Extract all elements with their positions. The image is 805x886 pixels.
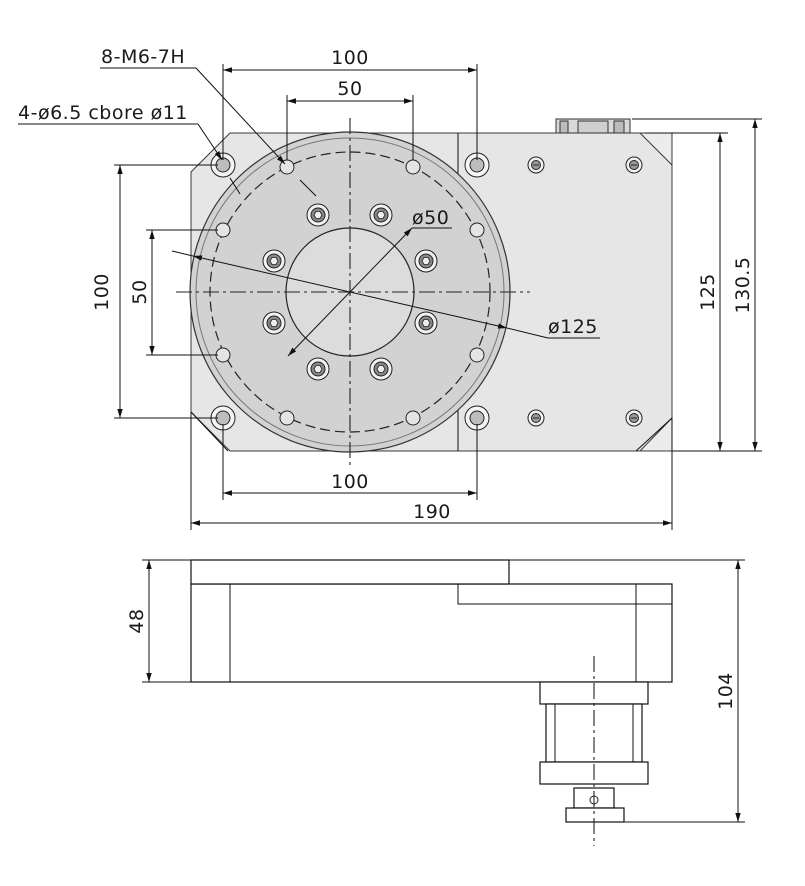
- connector: [555, 118, 631, 134]
- dim-right-130-5-text: 130.5: [732, 257, 754, 314]
- dim-side-104-text: 104: [715, 672, 737, 710]
- dim-left-50-text: 50: [129, 279, 151, 304]
- dim-left-50: 50: [129, 229, 218, 356]
- side-table-plate: [190, 559, 510, 585]
- side-motor: [539, 656, 649, 846]
- dim-side-104: 104: [509, 559, 745, 823]
- side-main-body: [190, 583, 673, 683]
- dim-top-100-text: 100: [331, 47, 369, 69]
- dim-left-100: 100: [91, 164, 218, 419]
- callout-table-diameter-text: ø125: [548, 316, 598, 338]
- dim-bottom-190-text: 190: [413, 501, 451, 523]
- dim-top-100: 100: [222, 47, 478, 160]
- dim-right-130-5: 130.5: [632, 118, 762, 452]
- dim-top-50-text: 50: [337, 78, 362, 100]
- dim-side-48-text: 48: [126, 608, 148, 633]
- dim-side-48: 48: [126, 559, 191, 683]
- dim-bottom-100: 100: [222, 424, 478, 500]
- callout-m6: 8-M6-7H: [100, 46, 317, 197]
- side-view: 48 104: [126, 559, 745, 846]
- callout-inner-bore-text: ø50: [412, 207, 449, 229]
- callout-cbore: 4-ø6.5 cbore ø11: [18, 102, 241, 195]
- dim-left-100-text: 100: [91, 273, 113, 311]
- dim-bottom-190: 190: [190, 412, 673, 530]
- dim-top-50: 50: [286, 78, 414, 160]
- cover-screws: [527, 156, 643, 427]
- callout-m6-text: 8-M6-7H: [101, 46, 185, 68]
- dim-right-125: 125: [645, 132, 728, 452]
- dim-bottom-100-text: 100: [331, 471, 369, 493]
- dim-right-125-text: 125: [697, 273, 719, 311]
- callout-cbore-text: 4-ø6.5 cbore ø11: [18, 102, 188, 124]
- callout-table-diameter: ø125: [171, 250, 600, 339]
- top-view: 100 50 8-M6-7H 4-ø6.5 cbore ø11 ø50: [18, 46, 762, 530]
